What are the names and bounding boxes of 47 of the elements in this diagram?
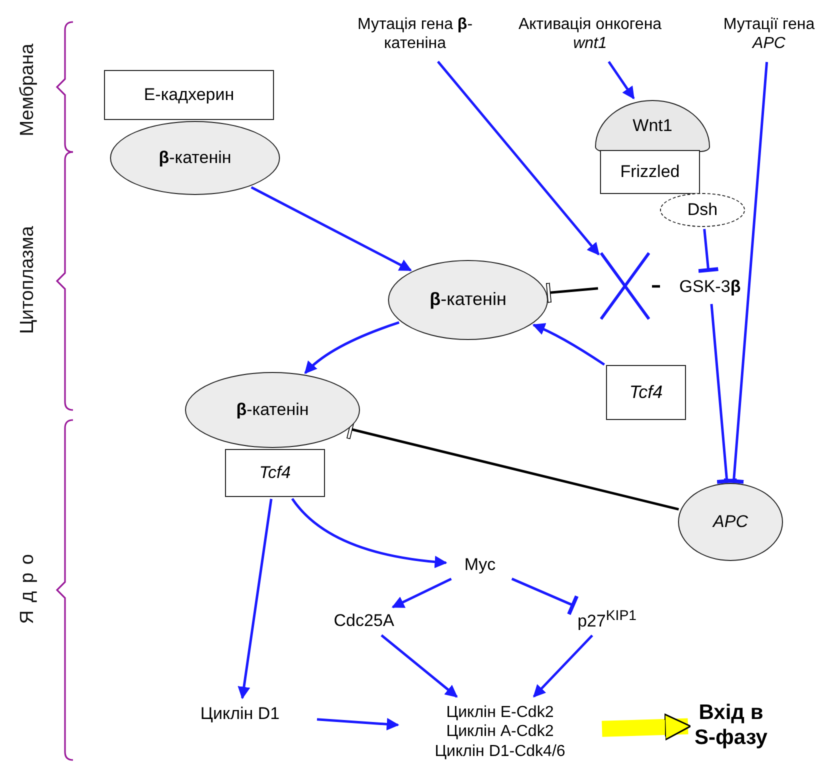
arrow [250, 186, 412, 272]
node-label: β-катенін [236, 400, 309, 420]
block-arrow [602, 713, 692, 741]
node-label: Мутації гена APC [712, 8, 826, 60]
inhibition-line [511, 578, 578, 615]
node-label: Frizzled [620, 162, 680, 182]
arrow [291, 498, 448, 568]
arrow [436, 60, 600, 256]
region-label: Мембрана [17, 44, 39, 136]
protein-box [606, 365, 686, 420]
inhibition-line [546, 282, 598, 303]
node-label: Циклін D1-Cdk4/6 [434, 742, 566, 761]
arrow [238, 498, 272, 700]
arrow [532, 323, 606, 366]
node-label: β-катенін [158, 148, 232, 168]
connector-line [652, 285, 660, 288]
arrow [304, 321, 400, 374]
node-label: Циклін D1 [165, 700, 315, 728]
inhibition-line [724, 62, 768, 484]
node-label: p27$^{KIP1}$ [552, 606, 662, 634]
node-label: GSK-3β [662, 272, 758, 302]
node-label: Tcf4 [629, 382, 663, 404]
node-label: Myc [448, 552, 512, 578]
arrow [380, 634, 458, 698]
node-label: Cdc25A [312, 608, 416, 634]
node-label: Мутація гена β-катеніна [330, 8, 500, 60]
protein-box [104, 70, 274, 120]
node-label: Tcf4 [259, 462, 291, 484]
inhibition-line [710, 304, 737, 484]
region-label: Цитоплазма [17, 226, 39, 334]
node-label: Вхід в S-фазу [690, 688, 772, 762]
node-label: Активація онкогена wnt1 [505, 8, 675, 60]
node-label: Dsh [687, 200, 718, 220]
protein-box [600, 150, 700, 194]
node-label: β-катенін [430, 289, 506, 311]
node-label: APC [713, 512, 748, 532]
node-label: Циклін A-Cdk2 [446, 722, 554, 742]
node-label: Циклін E-Cdk2 [446, 703, 554, 722]
protein-box [225, 449, 325, 497]
region-label: Ядро [17, 546, 39, 624]
arrow [392, 578, 452, 608]
inhibition-line [698, 228, 718, 273]
arrow [608, 60, 635, 100]
arrow [316, 718, 400, 730]
node-label: Wnt1 [632, 116, 672, 136]
arrow [532, 634, 594, 698]
node-label: Е-кадхерин [144, 84, 234, 106]
